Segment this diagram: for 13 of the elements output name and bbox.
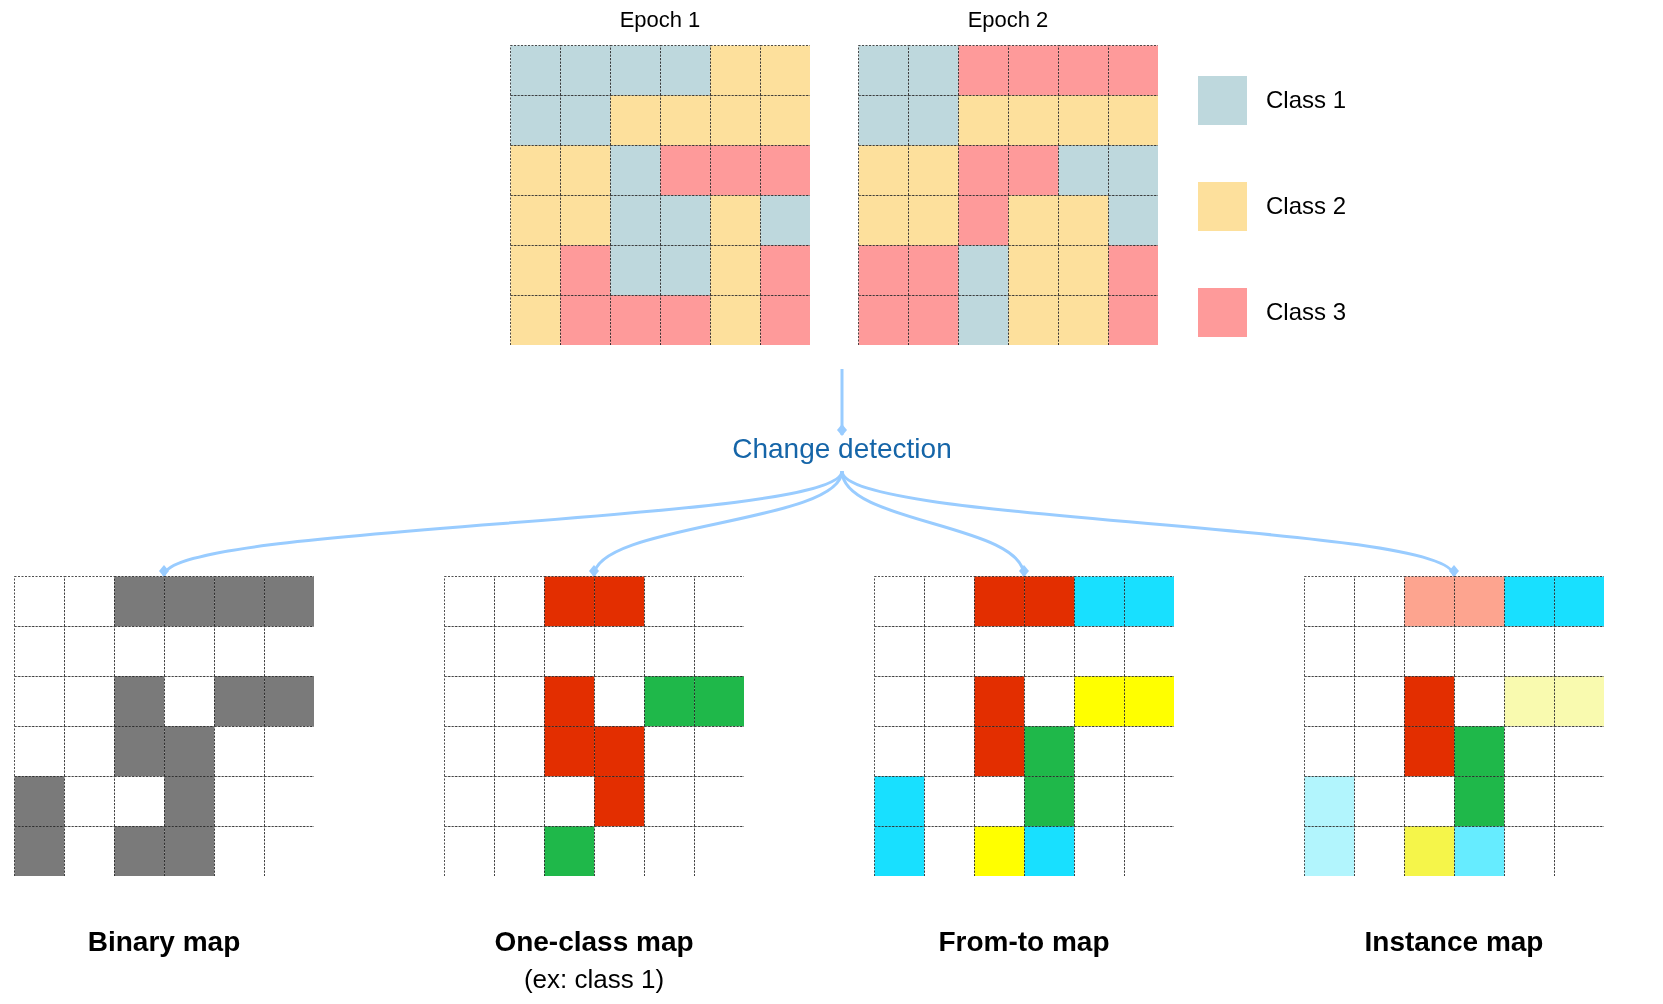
grid-title: One-class map	[493, 926, 695, 958]
grid-title: From-to map	[937, 926, 1111, 958]
connector	[837, 369, 847, 436]
grid-subtitle: (ex: class 1)	[522, 964, 666, 995]
grid-title: Instance map	[1363, 926, 1545, 958]
process-label: Change detection	[732, 433, 952, 464]
connector	[840, 469, 1456, 578]
legend-label: Class 2	[1266, 192, 1347, 220]
legend-label: Class 3	[1266, 298, 1347, 326]
grid-title: Epoch 2	[966, 7, 1050, 33]
grid-title: Epoch 1	[618, 7, 702, 33]
legend-label: Class 1	[1266, 86, 1347, 114]
grid-title: Binary map	[86, 926, 242, 958]
